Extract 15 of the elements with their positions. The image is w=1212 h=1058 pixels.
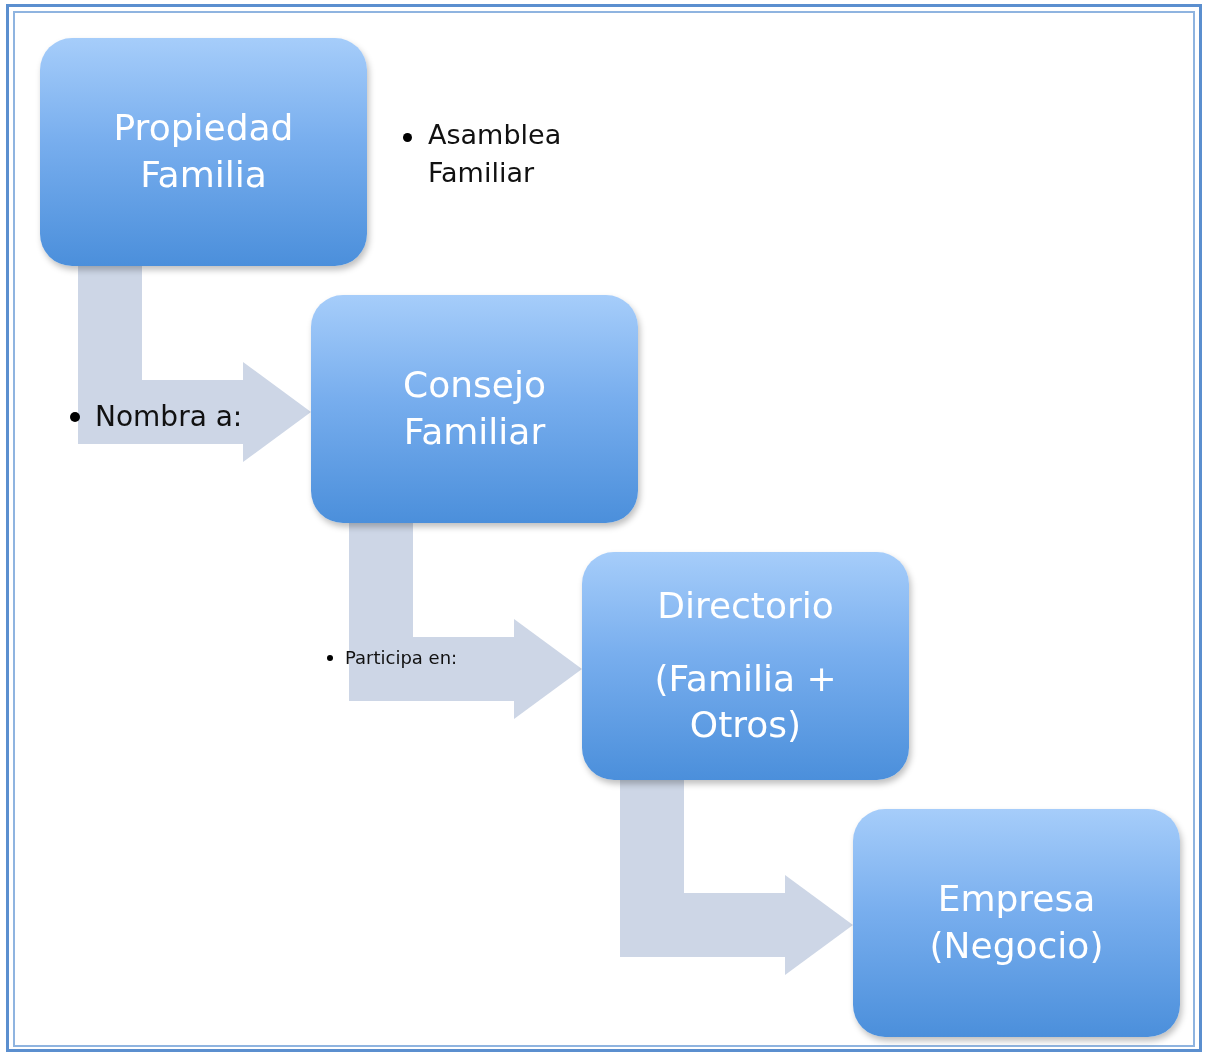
edge-label: Participa en: (345, 647, 458, 669)
process-box (311, 295, 638, 523)
box-label: Consejo Familiar (402, 363, 547, 454)
box-label: (Familia + Otros) (653, 656, 838, 748)
box-label: Directorio (657, 583, 834, 628)
bullet-text: Asamblea Familiar (428, 118, 563, 190)
box-label: Propiedad Familia (112, 106, 295, 197)
process-box (853, 809, 1180, 1037)
box-label: Empresa (Negocio) (928, 877, 1105, 968)
bent-arrow (349, 523, 582, 719)
bent-arrow (78, 266, 311, 462)
process-box (582, 552, 909, 780)
process-box (40, 38, 367, 266)
edge-label: Nombra a: (95, 400, 243, 434)
bent-arrow (620, 780, 853, 975)
